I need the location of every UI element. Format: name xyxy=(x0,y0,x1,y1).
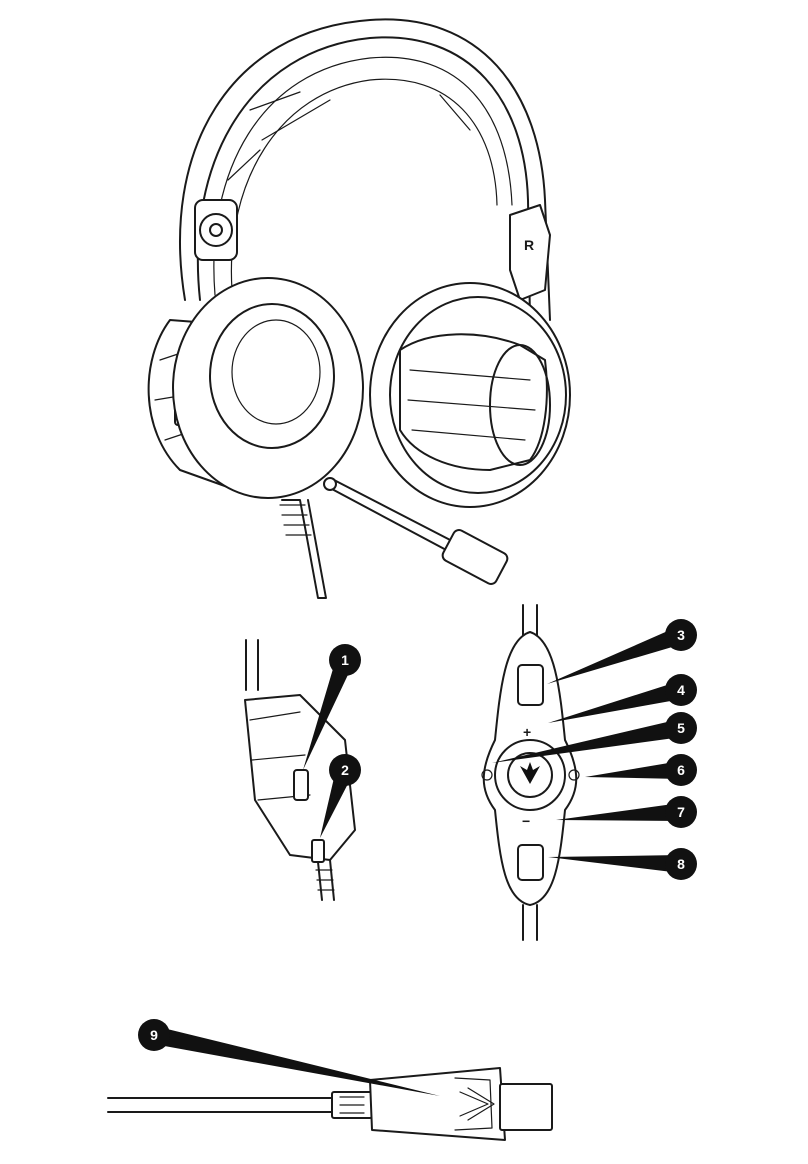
callout-number: 8 xyxy=(677,856,685,872)
callout-number: 2 xyxy=(341,762,349,778)
volume-up-symbol: + xyxy=(523,724,531,740)
headset-illustration: R xyxy=(149,19,570,598)
callout-number: 3 xyxy=(677,627,685,643)
callout-number: 5 xyxy=(677,720,685,736)
callout-number: 4 xyxy=(677,682,685,698)
callout-number: 9 xyxy=(150,1027,158,1043)
inline-controller: + − xyxy=(482,605,579,940)
callout-pointer xyxy=(548,681,683,723)
callout-pointer xyxy=(556,803,682,821)
side-marker-label: R xyxy=(524,237,534,253)
callout-layer: 1 2 3 4 5 6 7 8 9 xyxy=(138,619,697,1096)
callout-number: 1 xyxy=(341,652,349,668)
callout-pointer xyxy=(547,627,684,684)
callout-pointer xyxy=(548,855,681,873)
usb-plug xyxy=(108,1068,552,1140)
callout-pointer xyxy=(152,1026,440,1096)
callout-number: 7 xyxy=(677,804,685,820)
volume-down-symbol: − xyxy=(522,813,530,829)
callout-number: 6 xyxy=(677,762,685,778)
